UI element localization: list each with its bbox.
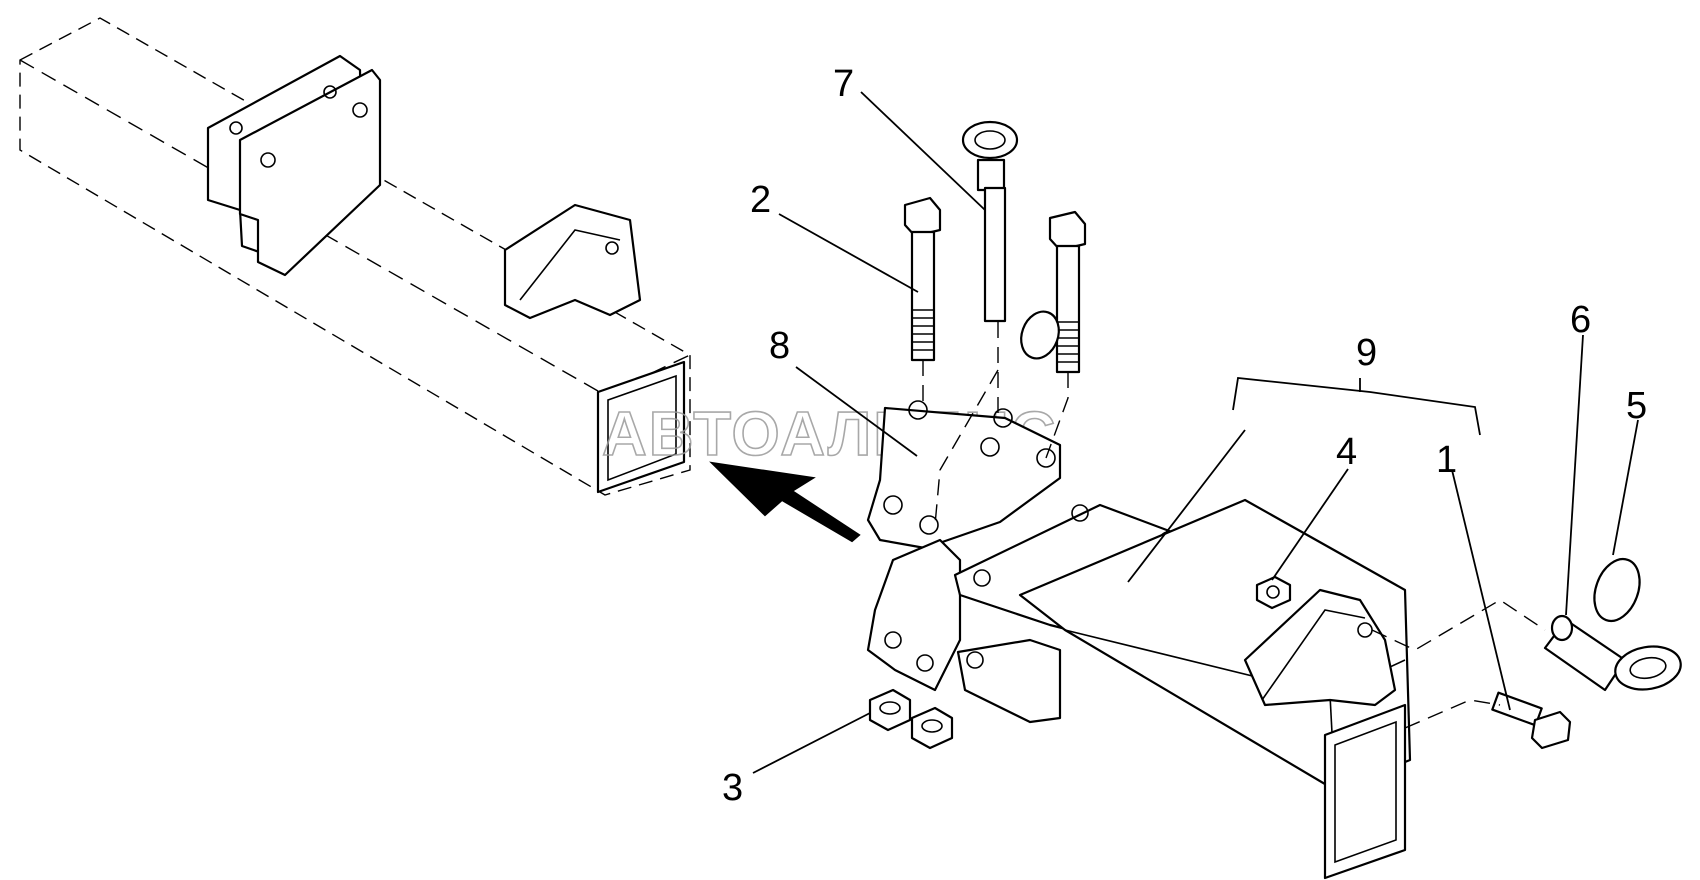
callout-8: 8 (769, 325, 790, 367)
callout-labels: 7 2 8 9 4 1 6 5 3 (722, 63, 1647, 809)
part-8-mounting-plate (866, 400, 1062, 550)
assembly-direction-arrow (709, 461, 861, 543)
callout-1: 1 (1436, 439, 1457, 481)
part-1-bolt (1491, 691, 1572, 750)
callout-5: 5 (1626, 385, 1647, 427)
part-5-spring-clip (1593, 557, 1641, 623)
callout-4: 4 (1336, 431, 1357, 473)
part-3-nuts (868, 688, 954, 750)
part-4-nut (1255, 575, 1292, 610)
callout-3: 3 (722, 767, 743, 809)
callout-7: 7 (833, 63, 854, 105)
existing-drawbar-frame (19, 17, 691, 496)
leader-lines (752, 91, 1639, 774)
callout-2: 2 (750, 179, 771, 221)
assembly-lines (922, 322, 1546, 729)
part-2-bolt-left (903, 196, 942, 362)
part-9-hitch-assembly (866, 498, 1412, 880)
callout-9: 9 (1356, 332, 1377, 374)
part-7-hitch-pin (961, 120, 1060, 360)
callout-6: 6 (1570, 299, 1591, 341)
part-2-bolt-right (1048, 210, 1087, 374)
part-6-pin (1543, 614, 1682, 692)
